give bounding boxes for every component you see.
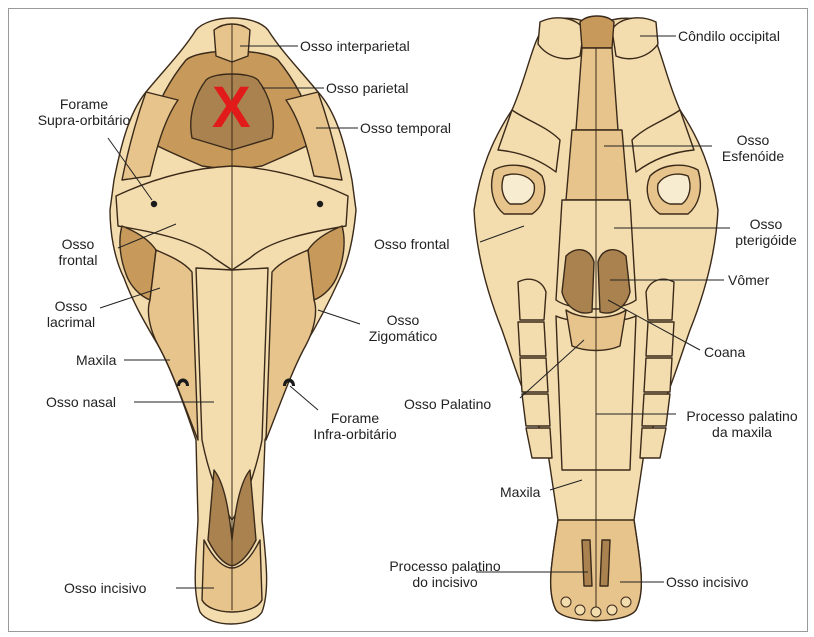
label-osso-zigomatico-line2: Zigomático — [358, 328, 448, 344]
label-osso-lacrimal-line1: Osso — [40, 298, 102, 314]
label-osso-parietal: Osso parietal — [326, 80, 408, 96]
label-forame-supra: Forame Supra-orbitário — [22, 96, 146, 128]
label-osso-pterigoide-line1: Osso — [726, 216, 806, 232]
label-forame-infra-line2: Infra-orbitário — [300, 426, 410, 442]
label-condilo-occipital: Côndilo occipital — [678, 28, 780, 44]
maxilla-left — [148, 250, 198, 440]
orbit-left-inner — [502, 174, 534, 204]
label-maxila-left: Maxila — [76, 352, 116, 368]
orbit-right-inner — [658, 174, 690, 204]
label-osso-pterigoide: Osso pterigóide — [726, 216, 806, 248]
label-osso-palatino: Osso Palatino — [404, 396, 491, 412]
label-processo-palatino-incisivo: Processo palatino do incisivo — [374, 558, 516, 590]
label-maxila-right: Maxila — [500, 484, 540, 500]
sphenoid-bone — [566, 130, 628, 200]
supraorbital-foramen-left — [151, 201, 157, 207]
label-forame-supra-line1: Forame — [22, 96, 146, 112]
label-coana: Coana — [704, 344, 745, 360]
label-processo-palatino-incisivo-line2: do incisivo — [374, 574, 516, 590]
label-osso-interparietal: Osso interparietal — [300, 38, 410, 54]
label-osso-pterigoide-line2: pterigóide — [726, 232, 806, 248]
supraorbital-foramen-right — [317, 201, 323, 207]
label-osso-frontal-left-line1: Osso — [48, 236, 108, 252]
label-osso-frontal-right: Osso frontal — [374, 236, 449, 252]
label-processo-palatino-incisivo-line1: Processo palatino — [374, 558, 516, 574]
label-forame-infra: Forame Infra-orbitário — [300, 410, 410, 442]
choana-left — [562, 250, 594, 313]
label-processo-palatino-maxila-line2: da maxila — [672, 424, 812, 440]
label-osso-incisivo-left: Osso incisivo — [64, 580, 146, 596]
label-vomer: Vômer — [728, 272, 769, 288]
red-x-mark: X — [212, 78, 251, 138]
label-osso-zigomatico-line1: Osso — [358, 312, 448, 328]
label-osso-lacrimal-line2: lacrimal — [40, 314, 102, 330]
label-osso-esfenoide-line2: Esfenóide — [708, 148, 798, 164]
label-osso-zigomatico: Osso Zigomático — [358, 312, 448, 344]
label-osso-nasal: Osso nasal — [46, 394, 116, 410]
label-osso-incisivo-right: Osso incisivo — [666, 574, 748, 590]
label-processo-palatino-maxila-line1: Processo palatino — [672, 408, 812, 424]
foramen-magnum — [580, 16, 614, 48]
label-osso-esfenoide-line1: Osso — [708, 132, 798, 148]
label-forame-infra-line1: Forame — [300, 410, 410, 426]
label-osso-esfenoide: Osso Esfenóide — [708, 132, 798, 164]
label-osso-frontal-left: Osso frontal — [48, 236, 108, 268]
label-processo-palatino-maxila: Processo palatino da maxila — [672, 408, 812, 440]
label-osso-temporal: Osso temporal — [360, 120, 451, 136]
label-forame-supra-line2: Supra-orbitário — [22, 112, 146, 128]
label-osso-lacrimal: Osso lacrimal — [40, 298, 102, 330]
basioccipital — [576, 48, 618, 130]
right-skull — [474, 16, 718, 621]
label-osso-frontal-left-line2: frontal — [48, 252, 108, 268]
